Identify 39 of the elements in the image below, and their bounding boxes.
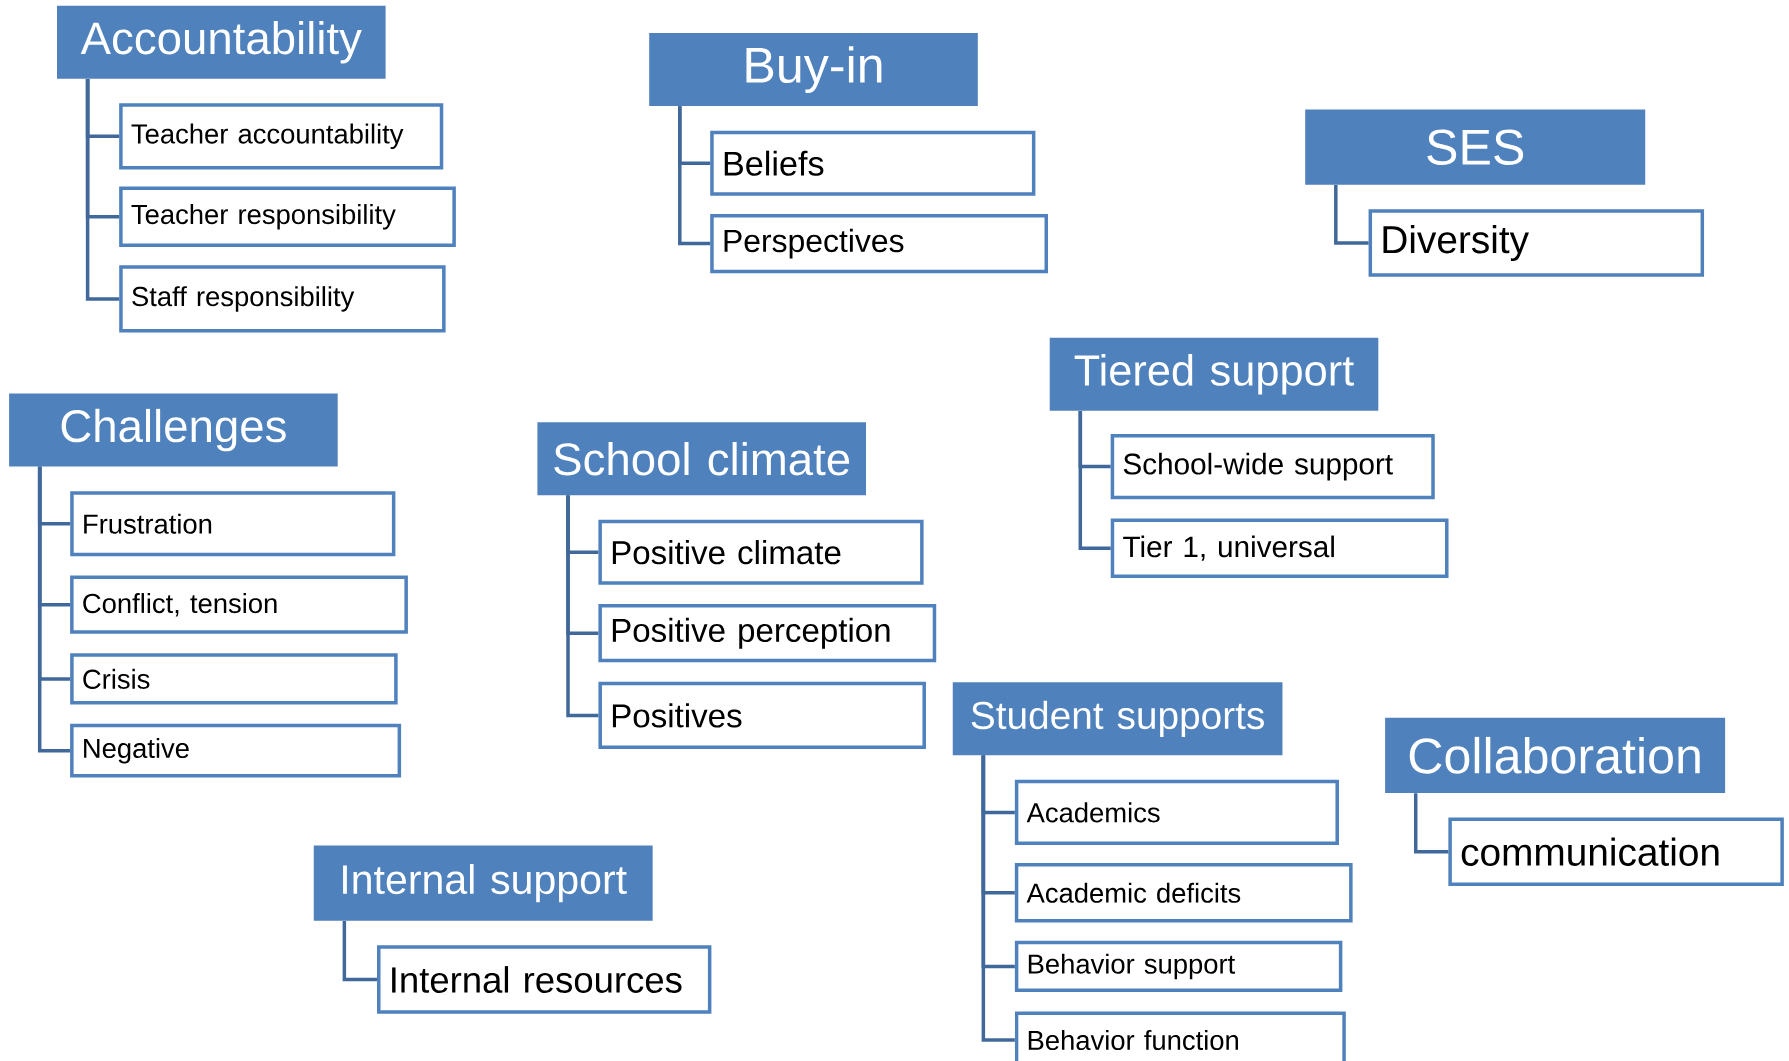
item-box: communication — [1448, 817, 1784, 886]
connector — [678, 106, 711, 246]
item-box: Positive perception — [598, 604, 937, 663]
item-box: Negative — [70, 723, 402, 778]
header-box: School climate — [537, 422, 866, 496]
item-box: Academic deficits — [1014, 863, 1353, 923]
item-box: Behavior support — [1014, 940, 1343, 993]
item-box: Diversity — [1368, 209, 1705, 277]
item-box: Positives — [598, 681, 926, 750]
item-box: Crisis — [70, 653, 398, 705]
item-box: Academics — [1014, 779, 1339, 845]
header-box: Challenges — [9, 393, 338, 467]
item-box: Frustration — [70, 491, 396, 557]
header-box: Buy-in — [649, 33, 978, 107]
item-box: Teacher responsibility — [119, 186, 456, 248]
item-box: School-wide support — [1110, 434, 1435, 500]
item-box: Teacher accountability — [119, 103, 444, 170]
header-box: Internal support — [313, 845, 653, 921]
item-box: Conflict, tension — [70, 575, 408, 634]
header-box: SES — [1305, 109, 1646, 185]
connector — [981, 755, 1015, 1042]
item-box: Perspectives — [710, 213, 1048, 274]
header-box: Student supports — [952, 682, 1283, 756]
connector — [1078, 410, 1111, 550]
connector — [85, 78, 120, 301]
header-box: Collaboration — [1385, 717, 1726, 793]
item-box: Internal resources — [377, 945, 712, 1014]
header-box: Tiered support — [1049, 337, 1379, 411]
header-box: Accountability — [57, 5, 386, 79]
item-box: Staff responsibility — [119, 265, 446, 333]
connector — [342, 920, 377, 982]
item-box: Beliefs — [710, 130, 1036, 196]
item-box: Tier 1, universal — [1110, 518, 1449, 578]
item-box: Behavior function — [1014, 1011, 1346, 1061]
connector — [37, 466, 71, 753]
connector — [566, 495, 599, 718]
connector — [1334, 185, 1369, 245]
connector — [1413, 793, 1449, 854]
item-box: Positive climate — [598, 519, 924, 585]
